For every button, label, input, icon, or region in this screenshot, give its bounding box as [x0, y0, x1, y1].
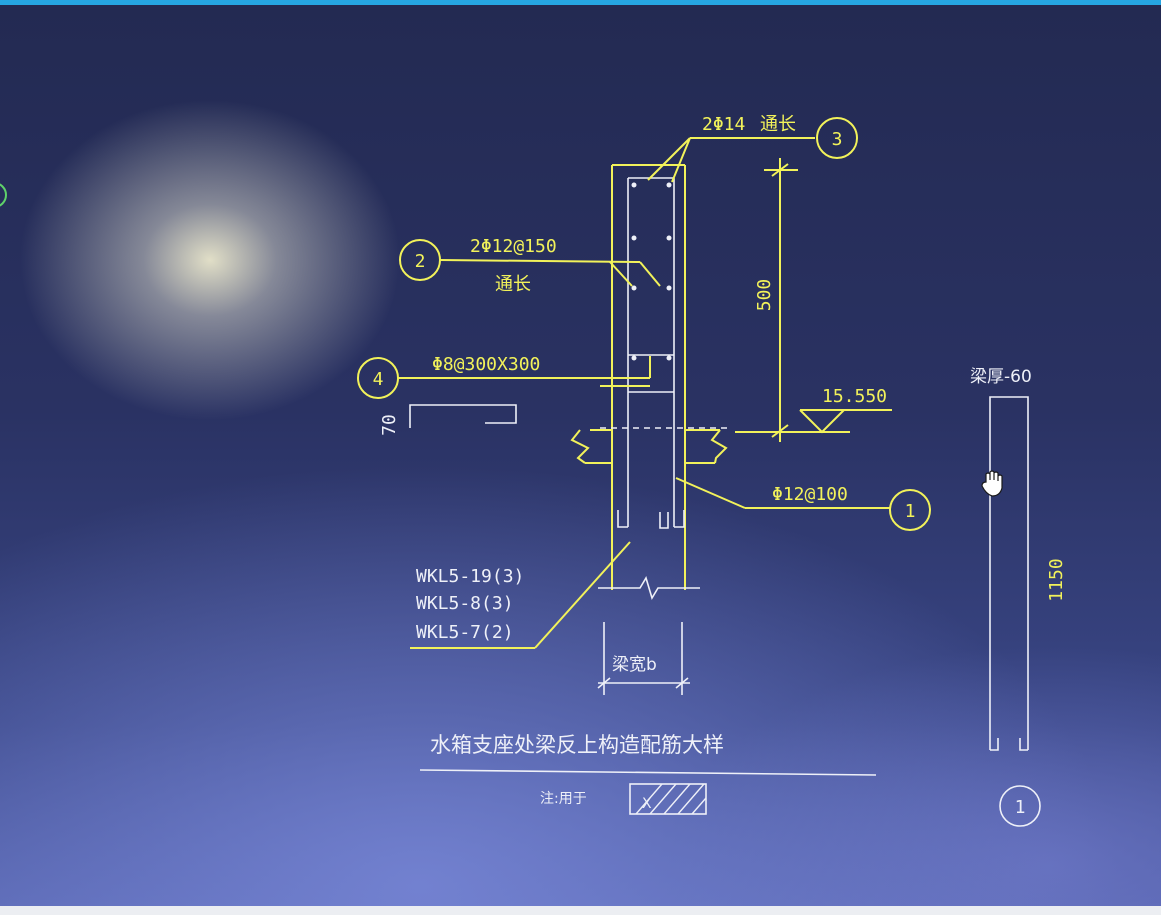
right-detail: 梁厚-60 1150 1: [970, 367, 1067, 827]
note-label: 注:用于: [540, 791, 587, 807]
rebar-vertical-label: Φ12@100: [772, 484, 848, 505]
callout-1-group[interactable]: 1 Φ12@100: [675, 477, 931, 531]
beam-label-1: WKL5-19(3): [416, 566, 524, 587]
left-edge-marker-icon: [0, 183, 7, 207]
cad-drawing-canvas[interactable]: 3 2Φ14 通长 2 2Φ12@150 通长 4 Φ8@300X300 70 …: [0, 5, 1161, 906]
hatch-char: X: [642, 796, 652, 812]
title-block: 水箱支座处梁反上构造配筋大样 注:用于 X: [419, 733, 877, 815]
callout-2-group[interactable]: 2 2Φ12@150 通长: [399, 236, 661, 295]
top-accent-bar: [0, 0, 1161, 5]
callout-4-group[interactable]: 4 Φ8@300X300 70: [357, 354, 651, 436]
dimension-70: 70: [379, 414, 400, 436]
rebar-side-label: 2Φ12@150: [470, 236, 557, 257]
column-section: [570, 164, 730, 600]
detail-callout-label: 1: [1015, 797, 1026, 818]
hatch-lines: [635, 783, 707, 815]
beam-width-dim: 梁宽b: [597, 622, 690, 695]
beam-label-2: WKL5-8(3): [416, 593, 514, 614]
elevation-value: 15.550: [822, 386, 887, 407]
rebar-top-suffix: 通长: [760, 114, 796, 135]
beam-label-3: WKL5-7(2): [416, 622, 514, 643]
stirrup-spec-label: Φ8@300X300: [432, 354, 540, 375]
stirrup-shape: [409, 404, 517, 428]
elevation-mark: 15.550: [735, 386, 892, 434]
callout-3-label: 3: [832, 129, 843, 150]
dimension-500: 500: [754, 279, 775, 312]
callout-3-group[interactable]: 3 2Φ14 通长: [647, 114, 858, 183]
drawing-title: 水箱支座处梁反上构造配筋大样: [430, 733, 724, 757]
dimension-500-group: 500: [754, 158, 798, 442]
bottom-bar: [0, 906, 1161, 915]
callout-2-label: 2: [415, 251, 426, 272]
beam-width-label: 梁宽b: [612, 655, 657, 675]
hand-cursor-icon: [981, 470, 1003, 497]
detail-height: 1150: [1046, 558, 1067, 601]
beam-labels-group: WKL5-19(3) WKL5-8(3) WKL5-7(2): [410, 541, 631, 649]
cad-drawing-svg: 3 2Φ14 通长 2 2Φ12@150 通长 4 Φ8@300X300 70 …: [0, 114, 1067, 827]
callout-1-label: 1: [905, 501, 916, 522]
callout-4-label: 4: [373, 369, 384, 390]
detail-label: 梁厚-60: [970, 367, 1032, 387]
rebar-top-label: 2Φ14: [702, 114, 745, 135]
rebar-side-suffix: 通长: [495, 274, 531, 295]
